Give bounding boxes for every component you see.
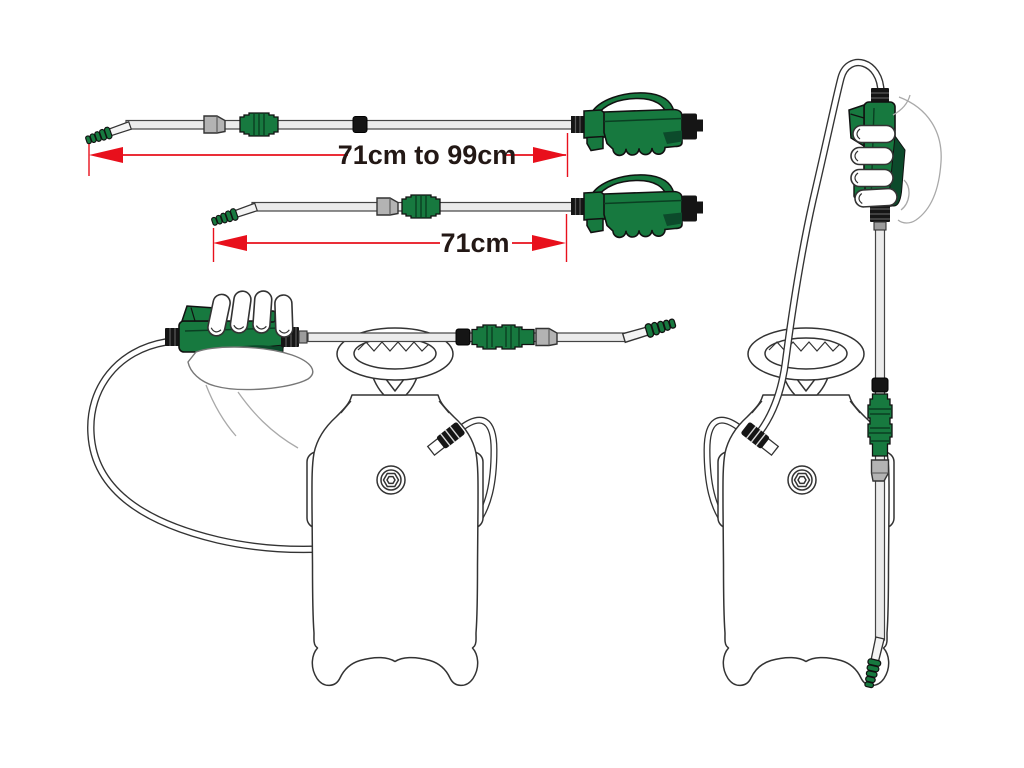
hand xyxy=(850,94,942,224)
arrow-right-icon xyxy=(533,147,567,163)
hand-sketch xyxy=(892,94,942,224)
telescopic-collar xyxy=(401,194,441,219)
arrow-left-icon xyxy=(213,235,247,251)
spray-nozzle xyxy=(83,119,133,147)
hose-loop xyxy=(703,416,744,529)
finger xyxy=(852,124,896,144)
hose-loop xyxy=(457,416,498,529)
sprayer-in-use-figure xyxy=(87,289,678,687)
lance-retracted-figure: 71cm xyxy=(209,174,704,262)
trigger-gun xyxy=(570,174,704,239)
lance-tube xyxy=(125,119,575,130)
sprayer-upright-figure xyxy=(703,58,942,690)
dimension-label-retracted: 71cm xyxy=(440,228,509,258)
sprayer-tank xyxy=(306,327,484,687)
hose xyxy=(755,58,885,436)
lock-ring xyxy=(455,328,471,346)
dimension-label-extended: 71cm to 99cm xyxy=(338,140,517,170)
wrist-sketch xyxy=(205,384,299,449)
spray-nozzle xyxy=(209,200,259,229)
hand xyxy=(187,289,314,449)
lance-extended-figure: 71cm to 99cm xyxy=(83,92,704,177)
arrow-right-icon xyxy=(532,235,566,251)
arrow-left-icon xyxy=(89,147,123,163)
dimension-retracted: 71cm xyxy=(212,214,568,262)
telescopic-collar xyxy=(471,324,535,350)
clamp-sleeve xyxy=(535,327,558,347)
trigger-gun xyxy=(570,92,704,157)
sprayer-tank xyxy=(717,327,895,687)
palm xyxy=(187,346,314,391)
lock-ring xyxy=(871,377,889,393)
finger xyxy=(853,187,899,209)
finger xyxy=(850,168,894,188)
finger xyxy=(273,293,294,339)
spray-nozzle xyxy=(621,315,678,346)
finger xyxy=(251,289,274,335)
hose xyxy=(87,338,325,554)
lock-ring xyxy=(352,116,368,133)
clamp-sleeve xyxy=(870,459,890,482)
dimension-extended: 71cm to 99cm xyxy=(88,133,569,177)
telescopic-collar xyxy=(239,112,279,137)
clamp-sleeve xyxy=(376,197,399,216)
clamp-sleeve xyxy=(203,115,226,134)
finger xyxy=(850,146,894,166)
